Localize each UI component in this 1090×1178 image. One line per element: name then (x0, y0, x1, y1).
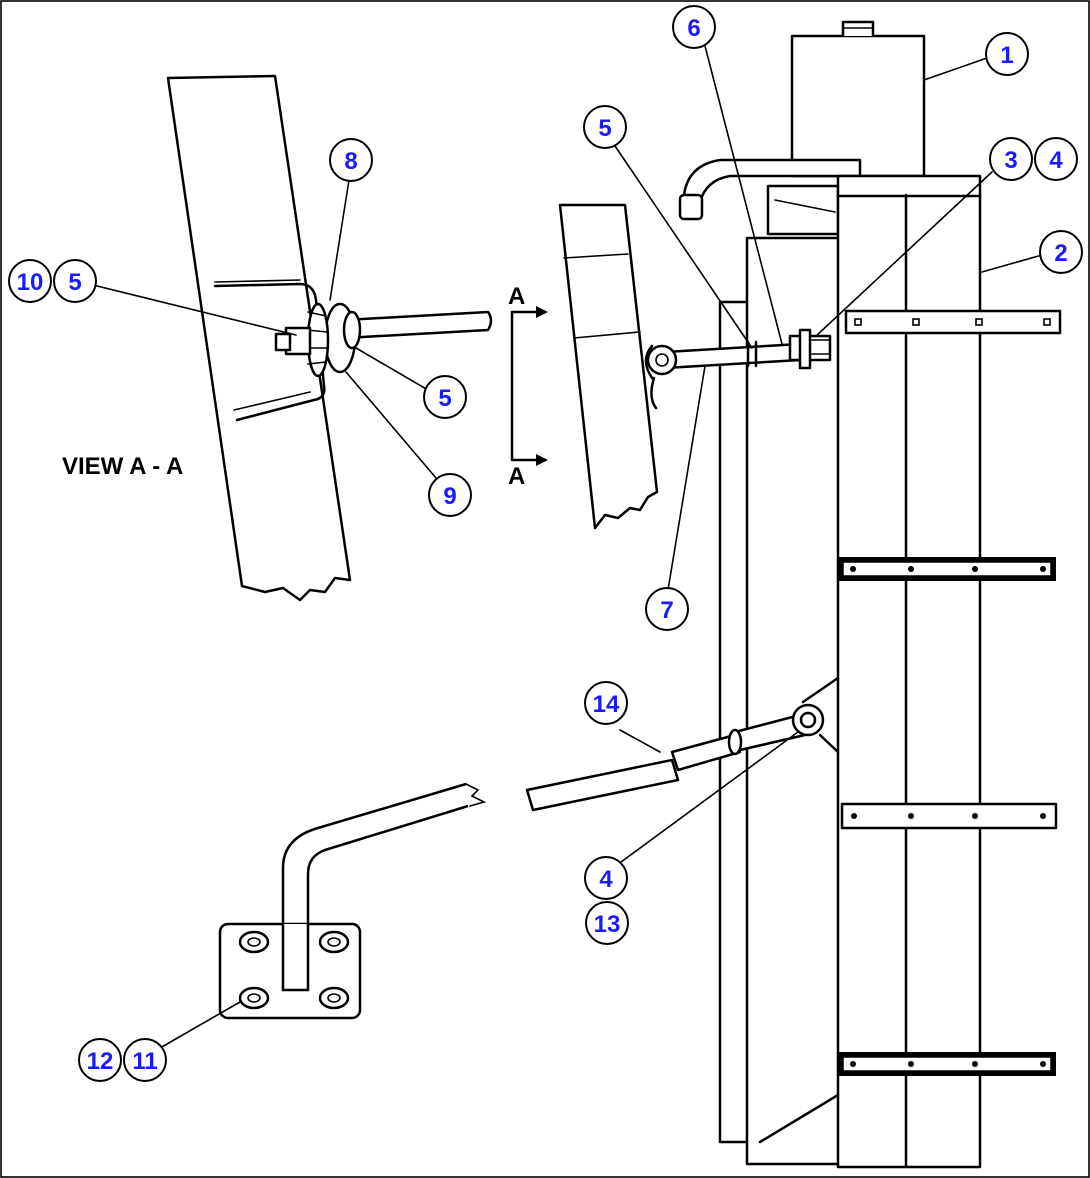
middle-panel (745, 236, 844, 1166)
svg-text:1: 1 (1000, 42, 1013, 69)
svg-text:5: 5 (598, 115, 611, 142)
svg-text:5: 5 (438, 385, 451, 412)
callout-2: 2 (1039, 230, 1083, 274)
upper-rod (644, 328, 832, 410)
callout-10: 10 (8, 259, 52, 303)
mounting-strap-4 (838, 1052, 1056, 1076)
svg-text:7: 7 (660, 597, 673, 624)
detail-bolt-end (274, 332, 292, 352)
radiator-top-cap (836, 174, 982, 198)
callout-5-view: 5 (53, 259, 97, 303)
section-indicator: A A (508, 283, 548, 490)
bushing-5 (342, 310, 362, 350)
svg-text:8: 8 (344, 148, 357, 175)
svg-text:14: 14 (593, 691, 620, 718)
mounting-strap-2 (838, 557, 1056, 581)
base-plate-bolt-holes (238, 930, 350, 1010)
mounting-strap-1 (844, 309, 1062, 335)
svg-text:4: 4 (1049, 147, 1063, 174)
callout-5: 5 (583, 105, 627, 149)
callout-5-bushing: 5 (423, 375, 467, 419)
svg-text:12: 12 (87, 1048, 114, 1075)
floor-bracket (218, 782, 487, 1020)
callout-13: 13 (585, 901, 629, 945)
callout-7: 7 (645, 587, 689, 631)
callout-11: 11 (123, 1038, 167, 1082)
callout-12: 12 (78, 1038, 122, 1082)
mounting-strap-3 (840, 802, 1058, 830)
svg-text:9: 9 (443, 483, 456, 510)
lever-panel (558, 203, 659, 530)
hose-fitting (678, 193, 704, 221)
callout-3: 3 (989, 137, 1033, 181)
svg-text:3: 3 (1004, 147, 1017, 174)
callout-4: 4 (1034, 137, 1078, 181)
svg-text:6: 6 (687, 15, 700, 42)
svg-text:13: 13 (594, 911, 621, 938)
view-a-a-detail (166, 74, 493, 602)
view-label: VIEW A - A (62, 453, 183, 480)
tank-top (790, 34, 926, 178)
callout-1: 1 (985, 32, 1029, 76)
callout-4-lower: 4 (584, 856, 628, 900)
callout-14: 14 (584, 681, 628, 725)
callout-8: 8 (329, 138, 373, 182)
callout-6: 6 (672, 5, 716, 49)
tank-cap (841, 20, 875, 36)
rod-end-nut (646, 344, 678, 376)
radiator-body (836, 193, 982, 1169)
leader-lines (92, 45, 1043, 1049)
section-mark-bottom: A (508, 463, 525, 490)
section-mark-top: A (508, 283, 525, 310)
tank-assembly (525, 20, 1062, 1169)
svg-text:5: 5 (68, 269, 81, 296)
detail-rod (343, 310, 493, 340)
svg-text:10: 10 (17, 269, 44, 296)
lower-rod (525, 703, 825, 812)
svg-text:4: 4 (599, 866, 613, 893)
lower-rod-sleeve (525, 758, 680, 812)
svg-text:11: 11 (132, 1048, 157, 1075)
callout-9: 9 (428, 473, 472, 517)
svg-text:2: 2 (1054, 240, 1067, 267)
